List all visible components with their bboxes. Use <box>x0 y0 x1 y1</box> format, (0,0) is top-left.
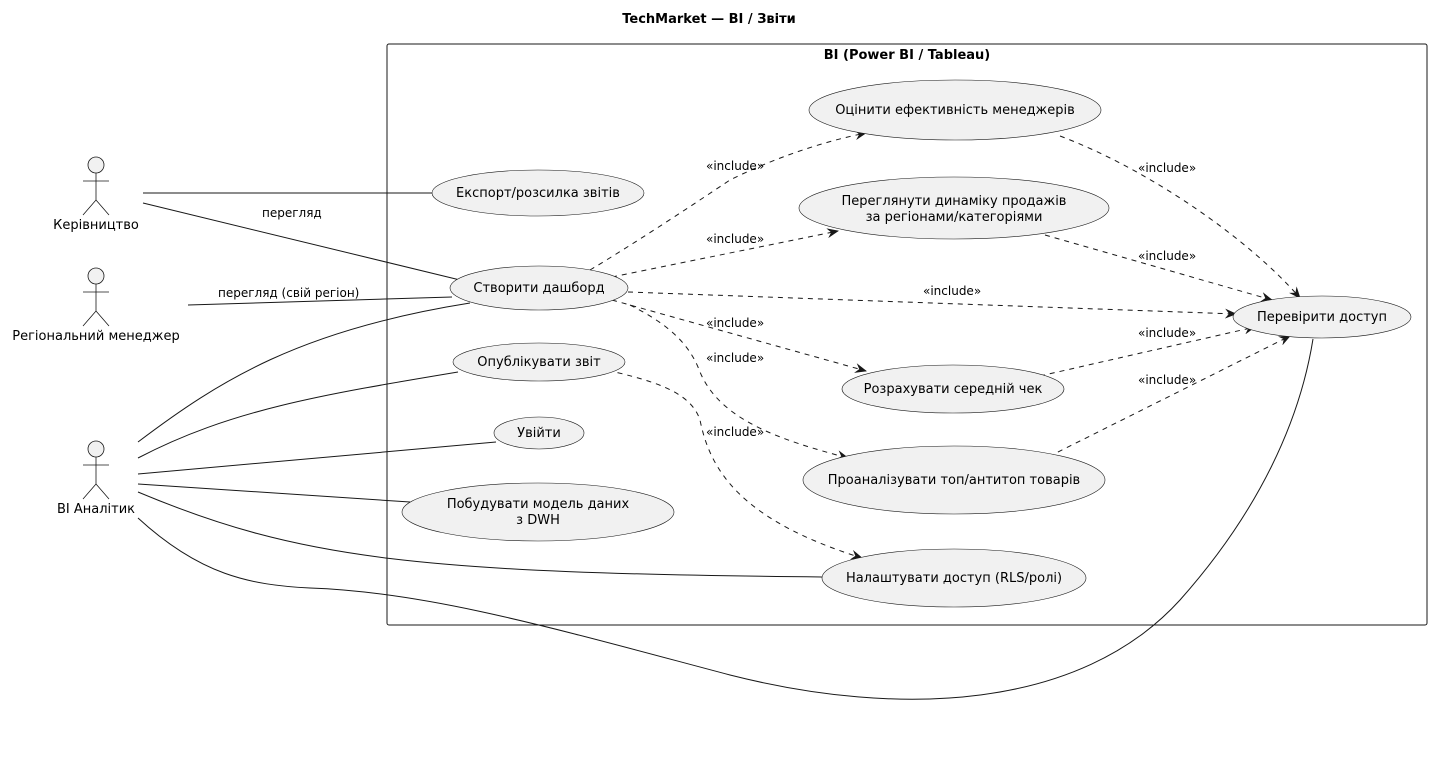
include-label: «include» <box>1138 161 1196 175</box>
actor-head-icon <box>87 440 105 458</box>
include-analyze-check <box>1039 335 1291 462</box>
include-label: «include» <box>706 159 764 173</box>
actor-bi-analyst: BI Аналітик <box>57 440 135 517</box>
include-evaluate-check <box>1059 135 1301 299</box>
usecase-label: Опублікувати звіт <box>477 355 601 370</box>
actor-body-icon <box>82 173 110 216</box>
include-dependencies <box>589 130 1301 560</box>
usecase-evaluate-managers: Оцінити ефективність менеджерів <box>808 79 1102 141</box>
include-label: «include» <box>1138 373 1196 387</box>
include-label: «include» <box>706 351 764 365</box>
assoc-analyst-login <box>137 441 497 475</box>
actor-body-icon <box>82 284 110 327</box>
actor-label: Регіональний менеджер <box>12 329 179 344</box>
label-view-region: перегляд (свій регіон) <box>218 286 359 300</box>
actor-label: BI Аналітик <box>57 502 135 517</box>
include-dashboard-avgcheck <box>611 299 867 373</box>
include-label: «include» <box>1138 326 1196 340</box>
usecase-configure-rls: Налаштувати доступ (RLS/ролі) <box>821 548 1087 608</box>
include-dynamics-check <box>1044 234 1273 302</box>
include-dashboard-dynamics <box>611 228 839 278</box>
assoc-analyst-dashboard <box>137 302 471 443</box>
assoc-management-dashboard <box>142 202 461 281</box>
label-view: перегляд <box>262 206 322 220</box>
usecase-export-reports: Експорт/розсилка звітів <box>431 169 645 217</box>
include-label: «include» <box>706 232 764 246</box>
include-label: «include» <box>706 425 764 439</box>
assoc-analyst-model <box>137 483 411 503</box>
usecase-label: Увійти <box>517 426 561 441</box>
usecase-label: Перевірити доступ <box>1257 310 1387 325</box>
usecase-label: Розрахувати середній чек <box>864 382 1043 397</box>
usecase-check-access: Перевірити доступ <box>1232 295 1412 339</box>
usecase-label: Проаналізувати топ/антитоп товарів <box>828 473 1080 488</box>
include-dashboard-check <box>627 291 1237 319</box>
usecase-login: Увійти <box>493 416 585 450</box>
assoc-analyst-check <box>137 338 1314 700</box>
assoc-analyst-rls <box>137 491 823 578</box>
actor-body-icon <box>82 457 110 500</box>
include-label: «include» <box>1138 249 1196 263</box>
usecase-label: Налаштувати доступ (RLS/ролі) <box>846 571 1062 586</box>
include-dashboard-analyze <box>629 304 849 461</box>
usecase-label: Створити дашборд <box>473 281 604 296</box>
usecase-label: Експорт/розсилка звітів <box>456 186 620 201</box>
system-title: BI (Power BI / Tableau) <box>824 48 991 63</box>
diagram-title: TechMarket — BI / Звіти <box>622 12 796 27</box>
system-boundary <box>386 43 1428 626</box>
include-labels: «include» «include» «include» «include» … <box>706 159 1196 439</box>
usecase-analyze-products: Проаналізувати топ/антитоп товарів <box>802 445 1106 515</box>
include-avgcheck-check <box>1039 324 1256 377</box>
usecase-average-check: Розрахувати середній чек <box>841 364 1065 414</box>
include-publish-rls <box>597 367 863 560</box>
associations <box>137 192 1314 700</box>
include-label: «include» <box>706 316 764 330</box>
assoc-analyst-publish <box>137 371 459 459</box>
actor-regional-manager: Регіональний менеджер <box>12 267 180 344</box>
assoc-regional-dashboard <box>187 296 453 306</box>
usecase-publish-report: Опублікувати звіт <box>452 342 626 382</box>
actor-management: Керівництво <box>53 156 139 233</box>
actor-head-icon <box>87 156 105 174</box>
include-label: «include» <box>923 284 981 298</box>
usecase-create-dashboard: Створити дашборд <box>449 265 629 311</box>
actor-label: Керівництво <box>53 218 139 233</box>
actor-head-icon <box>87 267 105 285</box>
usecase-label: Оцінити ефективність менеджерів <box>835 103 1075 118</box>
